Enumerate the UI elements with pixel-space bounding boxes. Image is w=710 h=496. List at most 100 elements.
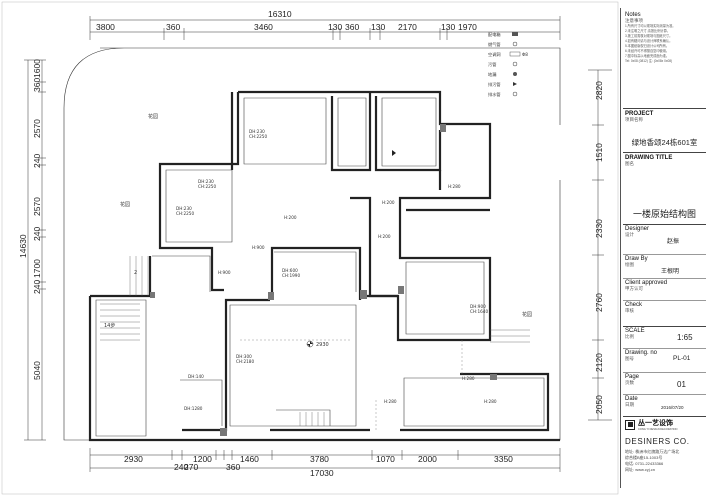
sheet-border [1,1,619,495]
label-ch1640: CH:1640 [470,309,488,314]
label-two: 2 [134,270,137,276]
stairs-bottom [299,329,530,426]
legend-label-5: 排污管 [488,81,501,88]
dimension-left [24,59,46,441]
columns [150,124,497,436]
column [268,292,274,300]
stairs-left [100,256,149,341]
dashed-lines [240,339,463,430]
divider [623,108,706,109]
dim-top-7: 130 [441,22,455,32]
dim-top-1: 360 [166,22,180,32]
gas-pipe-icon [512,41,518,47]
dim-bottom-2: 1200 [193,454,212,464]
column [360,290,367,299]
label-ch2180: CH:2180 [236,359,254,364]
company-address-1: 地址: 株洲市红旗路万达广场北 [625,449,680,454]
drawing-no-value: PL-01 [673,355,691,362]
drawn-by-section: Draw By 绘图 王根明 [625,256,704,282]
ac-hole-icon [509,51,521,57]
label-garden-left: 花园 [120,201,130,208]
dim-top-3: 130 [328,22,342,32]
client-section: Client approved 甲方认可 [625,280,704,292]
note-line-1: 2.未注明之尺寸,请按比例计算。 [625,29,670,33]
divider [623,326,706,327]
dim-bottom-7: 1070 [376,454,395,464]
scale-sub: 比例 [625,334,634,339]
note-line-7: Tel: 0x08 (0812) 注: (0x08x 0x08) [625,59,673,63]
divider [623,348,706,349]
company-address-2: 综合楼B座15-1003号 [625,455,663,460]
divider [623,152,706,153]
dim-left-0: 1600 [32,59,42,78]
drawing-no-section: Drawing. no 图号 PL-01 [625,350,704,370]
label-h280-d: H:280 [462,376,475,381]
date-section: Date 日期 2016/07/20 [625,396,704,416]
dim-bottom-1: 240 [174,462,188,472]
drain-pipe-icon [513,82,517,86]
legend-label-6: 排水管 [488,91,501,98]
divider [623,224,706,225]
label-dh600: DH:600 [282,268,298,273]
column [440,124,446,132]
scale-section: SCALE 比例 1:65 [625,328,704,348]
legend-label-3: 污管 [488,61,496,68]
dim-bottom-9: 3350 [494,454,513,464]
drawing-title-sub: 图名 [625,161,634,166]
label-ch1990: CH:1990 [282,273,300,278]
dim-left-3: 240 [32,154,42,168]
dim-right-2: 2330 [594,219,604,238]
label-dh230-a: DH:230 [249,129,265,134]
divider [623,372,706,373]
drawn-by-signature: 王根明 [661,268,680,275]
label-h900-a: H:900 [252,245,265,250]
dim-left-1: 360 [32,78,42,92]
dim-bottom-4: 360 [226,462,240,472]
column [490,374,497,380]
dim-top-5: 130 [371,22,385,32]
check-label: Check [625,302,643,308]
drawing-no-sub: 图号 [625,356,634,361]
drawn-by-label: Draw By [625,256,648,262]
check-sub: 审核 [625,308,634,313]
divider [623,300,706,301]
label-dh900: DH:900 [470,304,486,309]
company-logo-row: 丛一艺设饰 CONG YI DESIGN DECORATION [625,418,704,431]
note-line-4: 5.本图纸版权归设计公司所有。 [625,44,670,48]
date-label: Date [625,396,638,402]
dim-right-4: 2120 [594,353,604,372]
dim-left-8: 5040 [32,361,42,380]
client-sub: 甲方认可 [625,286,643,291]
house-walls [88,90,560,442]
note-line-5: 6.未经许可不得擅自复印使用。 [625,49,670,53]
company-name-cn: 丛一艺设饰 [638,420,673,427]
notes-title: Notes [625,12,641,18]
label-h200-b: H:200 [284,215,297,220]
dim-right-5: 2050 [594,395,604,414]
page-label: Page [625,374,640,380]
divider [623,254,706,255]
company-name-en: DESINERS CO. [625,437,690,446]
designer-section: Designer 设计 赵振 [625,226,704,252]
garden-outline [63,47,561,441]
dim-bottom-total: 17030 [310,468,334,478]
drain-icon [392,150,396,156]
company-section: 丛一艺设饰 CONG YI DESIGN DECORATION DESINERS… [625,418,704,473]
scale-label: SCALE [625,328,645,334]
company-logo-icon [625,419,635,430]
dim-left-6: 1700 [32,259,42,278]
page-section: Page 页数 01 [625,374,704,394]
legend-label-1: 燃气管 [488,41,501,48]
divider [623,394,706,395]
legend-label-4: 地漏 [488,71,496,78]
column [398,286,404,294]
check-section: Check 审核 [625,302,704,314]
company-name-en-small: CONG YI DESIGN DECORATION [638,428,678,431]
dimension-top [89,16,561,40]
label-dh300: DH:300 [236,354,252,359]
label-step14: 14步 [104,323,115,329]
date-value: 2016/07/20 [661,405,684,410]
dimension-right [588,69,612,421]
project-name: 绿地香颂24栋601室 [631,138,698,147]
